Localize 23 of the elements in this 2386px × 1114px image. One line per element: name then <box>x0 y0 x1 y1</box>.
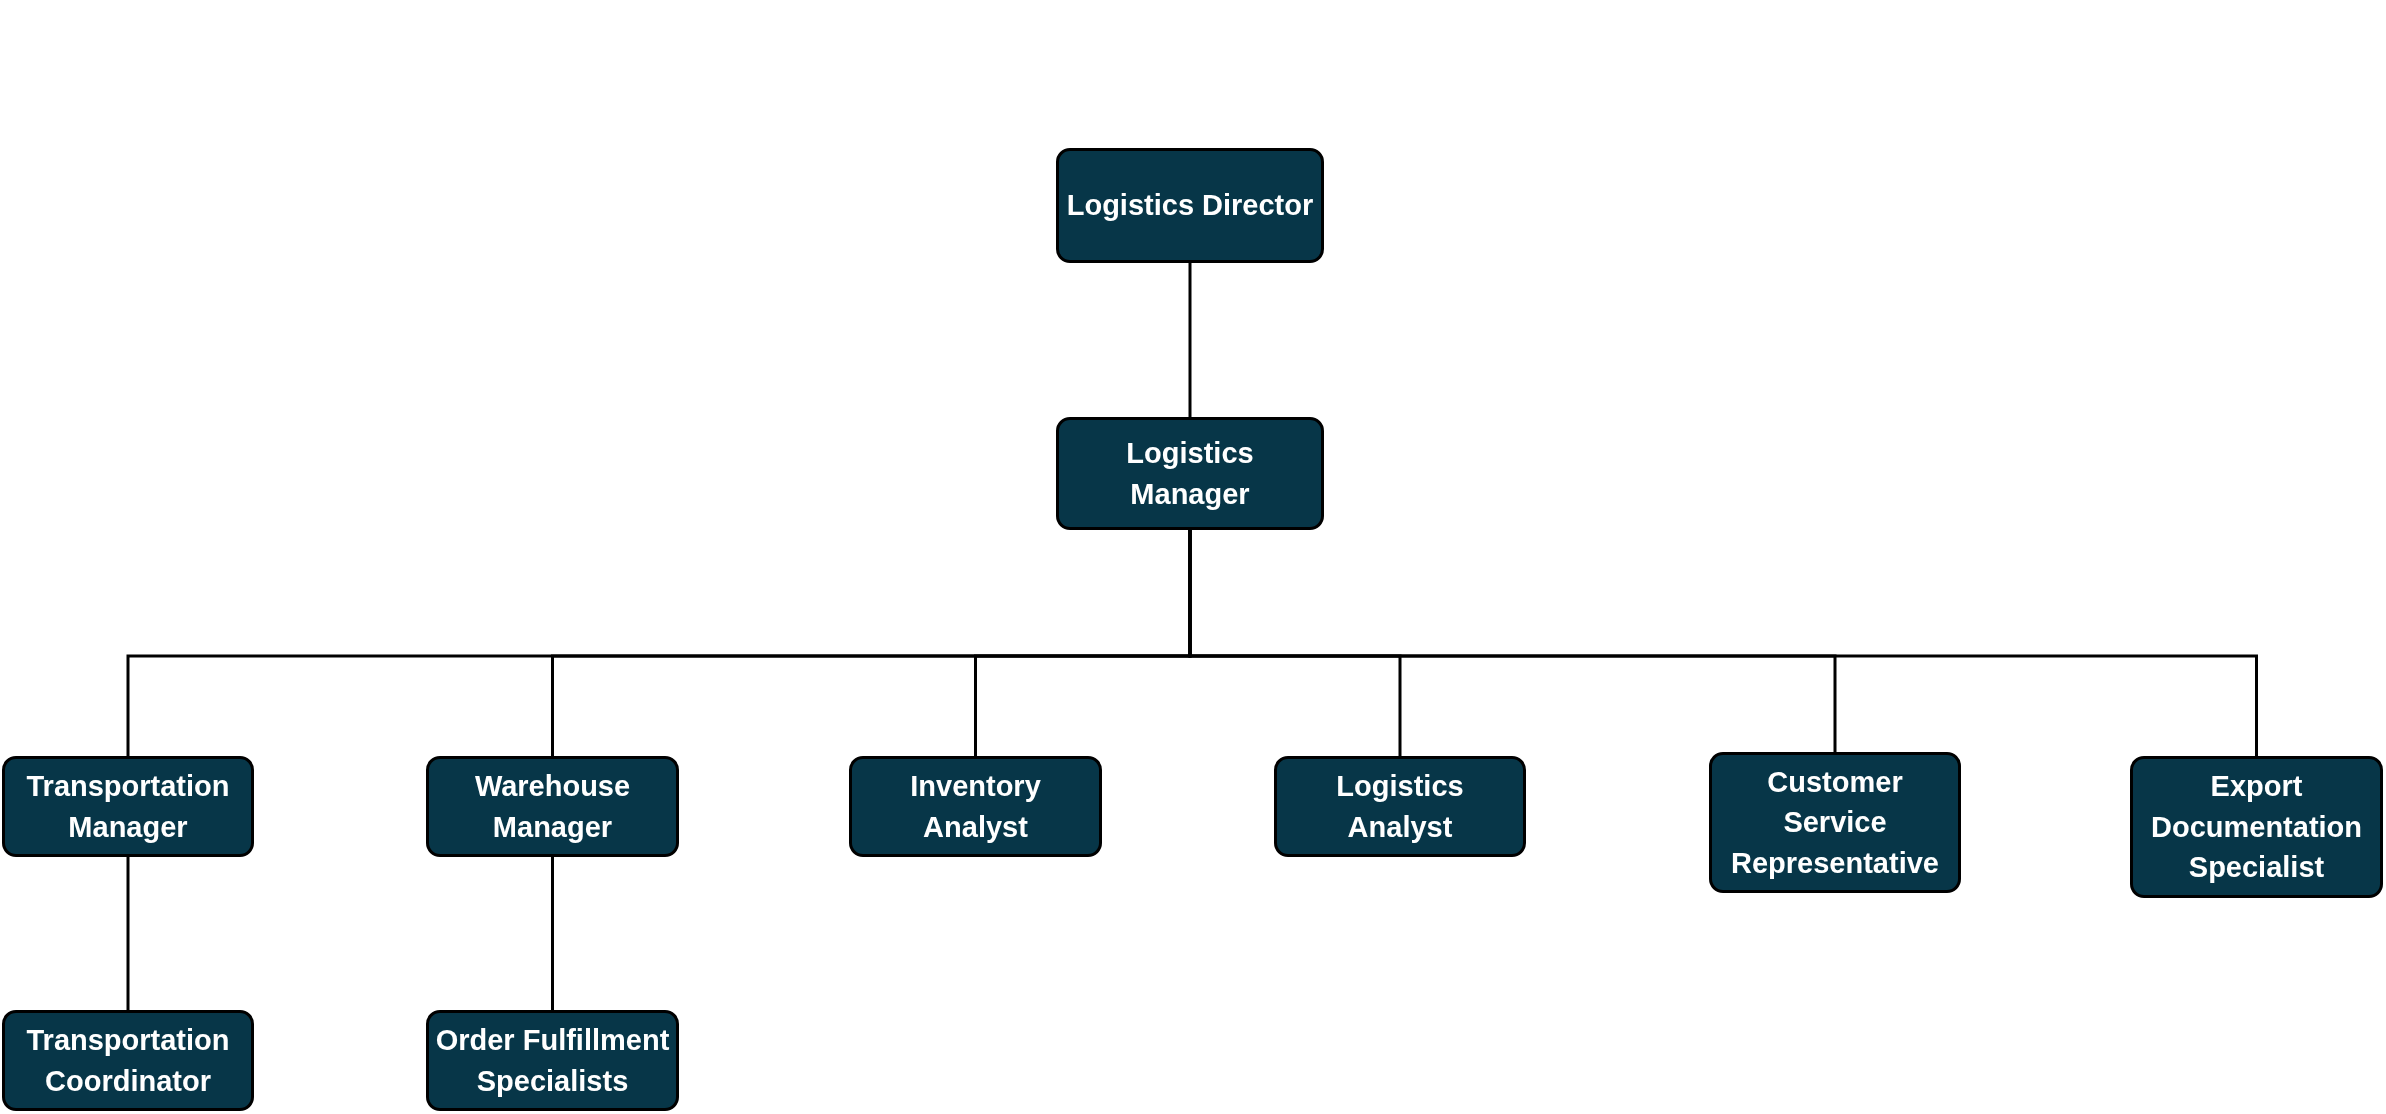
role-box <box>1709 752 1961 893</box>
role-box <box>2 1010 254 1111</box>
connector-line <box>551 857 554 1010</box>
role-box <box>849 756 1102 857</box>
role-title: Logistics Director <box>1066 188 1314 224</box>
role-box <box>2 756 254 857</box>
role-title: Transportation Coordinator <box>25 1022 231 1099</box>
role-title: Logistics Manager <box>1125 435 1255 512</box>
connector-line <box>1188 263 1192 417</box>
role-box <box>1056 417 1324 530</box>
role-title: Transportation Manager <box>25 768 231 845</box>
role-title: Warehouse Manager <box>473 768 632 845</box>
role-title: Inventory Analyst <box>909 768 1042 845</box>
role-box <box>426 1010 679 1111</box>
role-box <box>1056 148 1324 263</box>
connector-line <box>126 857 130 1010</box>
role-title: Export Documentation Specialist <box>2149 769 2364 886</box>
role-box <box>1274 756 1526 857</box>
role-title: Customer Service Representative <box>1730 764 1940 881</box>
role-title: Logistics Analyst <box>1335 768 1465 845</box>
role-title: Order Fulfillment Specialists <box>434 1022 671 1099</box>
role-box <box>2130 756 2383 898</box>
role-box <box>426 756 679 857</box>
